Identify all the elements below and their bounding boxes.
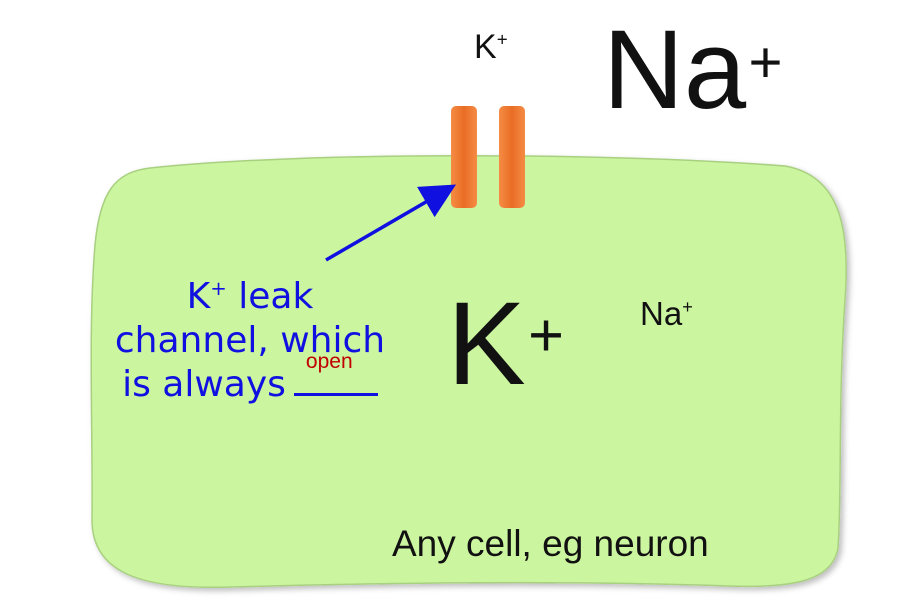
pointer-arrow xyxy=(325,184,457,262)
label-line-3-text: is always xyxy=(122,363,286,405)
cell-membrane xyxy=(90,155,847,589)
inside-potassium-label: K+ xyxy=(447,285,564,403)
label-line-2: channel, which xyxy=(114,319,386,361)
inside-sodium-label: Na+ xyxy=(640,297,693,330)
leak-channel-left xyxy=(451,106,477,208)
outside-k-charge: + xyxy=(496,28,508,50)
outside-sodium-label: Na+ xyxy=(603,14,783,126)
inside-k-charge: + xyxy=(528,301,565,371)
blank-answer: open xyxy=(305,349,353,373)
leak-channel-right xyxy=(499,106,525,208)
label-line-3: is always open xyxy=(104,350,396,407)
label-line-1: K+ leak xyxy=(104,275,396,319)
label-k-charge: + xyxy=(210,277,227,300)
outside-na-charge: + xyxy=(748,29,783,95)
fill-in-blank: open xyxy=(293,350,378,396)
leak-channel-label: K+ leak channel, which is always open xyxy=(104,275,396,407)
outside-k-symbol: K xyxy=(474,28,497,66)
outside-na-symbol: Na xyxy=(603,7,747,132)
outside-potassium-label: K+ xyxy=(474,30,508,64)
cell-caption: Any cell, eg neuron xyxy=(392,523,709,564)
inside-k-symbol: K xyxy=(447,278,526,410)
inside-na-symbol: Na xyxy=(640,295,683,332)
label-line-1-text: leak xyxy=(226,276,314,317)
label-k-symbol: K xyxy=(186,276,211,317)
inside-na-charge: + xyxy=(682,297,693,317)
